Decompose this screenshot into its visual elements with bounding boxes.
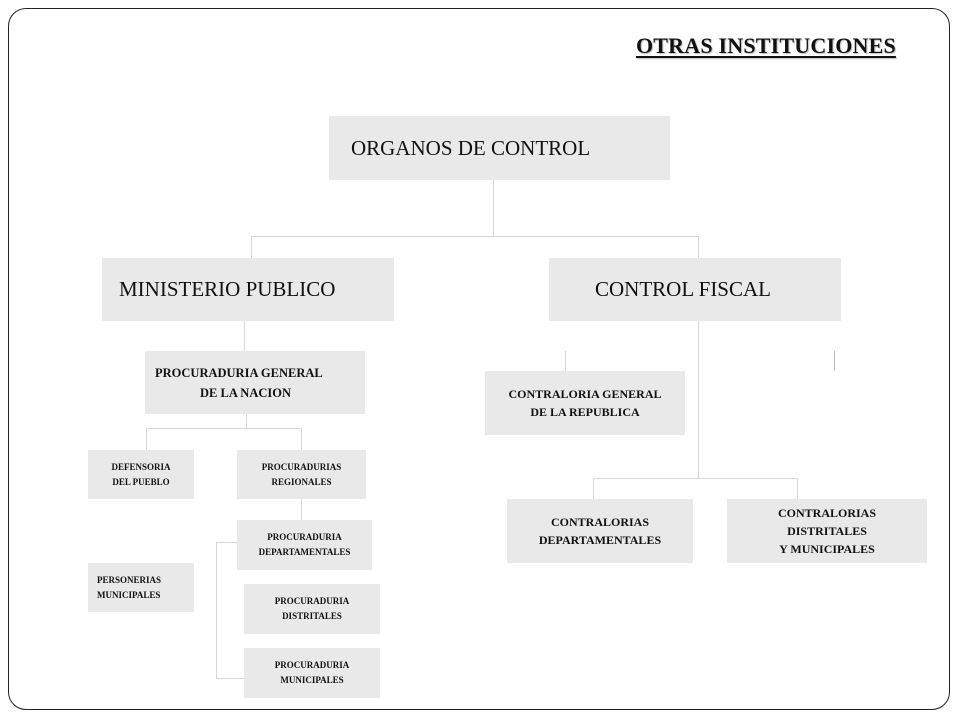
connector-ministerio-down xyxy=(244,321,245,351)
ministerio-publico-label: MINISTERIO PUBLICO xyxy=(119,277,336,301)
procuraduria-municipales-line1: PROCURADURIA xyxy=(274,660,350,670)
connector-control-fiscal-down xyxy=(698,321,699,478)
contralorias-distritales-line3: Y MUNICIPALES xyxy=(779,542,875,556)
procuraduria-departamentales-line1: PROCURADURIA xyxy=(267,532,342,542)
connector-ministerio-up xyxy=(251,236,252,258)
connector-level3-right-bar xyxy=(593,478,798,479)
control-fiscal-box: CONTROL FISCAL xyxy=(549,258,841,321)
procuradurias-regionales-box: PROCURADURIAS REGIONALES xyxy=(237,450,366,499)
procuraduria-general-line2: DE LA NACION xyxy=(200,385,291,400)
connector-root-down xyxy=(493,180,494,237)
connector-departamentales-up xyxy=(593,478,594,499)
procuradurias-regionales-line1: PROCURADURIAS xyxy=(261,461,342,472)
procuraduria-municipales-box: PROCURADURIA MUNICIPALES xyxy=(244,648,380,698)
connector-procuraduria-left-rail xyxy=(216,542,217,679)
procuraduria-distritales-line1: PROCURADURIA xyxy=(274,596,350,606)
contralorias-distritales-box: CONTRALORIAS DISTRITALES Y MUNICIPALES xyxy=(727,499,927,563)
organos-de-control-box: ORGANOS DE CONTROL xyxy=(329,116,670,180)
procuraduria-general-box: PROCURADURIA GENERAL DE LA NACION xyxy=(145,351,365,414)
contralorias-departamentales-box: CONTRALORIAS DEPARTAMENTALES xyxy=(507,499,693,563)
connector-rail-bottom xyxy=(216,678,244,679)
ministerio-publico-box: MINISTERIO PUBLICO xyxy=(102,258,394,321)
defensoria-box: DEFENSORIA DEL PUEBLO xyxy=(88,450,194,499)
connector-defensoria-up xyxy=(146,428,147,450)
connector-rail-top xyxy=(216,542,237,543)
contraloria-general-box: CONTRALORIA GENERAL DE LA REPUBLICA xyxy=(485,371,685,435)
connector-level3-left-bar xyxy=(146,428,302,429)
procuraduria-general-line1: PROCURADURIA GENERAL xyxy=(155,365,323,380)
connector-right-stub xyxy=(834,351,835,371)
contralorias-distritales-line2: DISTRITALES xyxy=(787,524,867,538)
procuraduria-departamentales-box: PROCURADURIA DEPARTAMENTALES xyxy=(237,520,372,570)
slide-frame xyxy=(8,8,950,710)
personerias-line1: PERSONERIAS xyxy=(97,574,162,585)
connector-procuraduria-general-down xyxy=(246,414,247,428)
connector-control-fiscal-up xyxy=(698,236,699,258)
contralorias-departamentales-line2: DEPARTAMENTALES xyxy=(538,533,662,547)
connector-distritales-up xyxy=(797,478,798,499)
personerias-line2: MUNICIPALES xyxy=(97,589,161,600)
procuraduria-distritales-line2: DISTRITALES xyxy=(282,611,342,621)
page-title: OTRAS INSTITUCIONES xyxy=(636,33,896,58)
contraloria-general-line2: DE LA REPUBLICA xyxy=(530,405,640,419)
contraloria-general-line1: CONTRALORIA GENERAL xyxy=(508,387,662,401)
organos-de-control-label: ORGANOS DE CONTROL xyxy=(351,135,591,160)
contralorias-distritales-line1: CONTRALORIAS xyxy=(777,506,876,520)
connector-level1-bar xyxy=(251,236,699,237)
procuraduria-departamentales-line2: DEPARTAMENTALES xyxy=(258,547,351,557)
connector-regionales-up xyxy=(301,428,302,450)
procuraduria-distritales-box: PROCURADURIA DISTRITALES xyxy=(244,584,380,634)
defensoria-line2: DEL PUEBLO xyxy=(112,476,170,487)
defensoria-line1: DEFENSORIA xyxy=(111,461,171,472)
connector-regionales-down xyxy=(301,499,302,520)
contralorias-departamentales-line1: CONTRALORIAS xyxy=(550,515,649,529)
personerias-box: PERSONERIAS MUNICIPALES xyxy=(88,563,194,612)
procuradurias-regionales-line2: REGIONALES xyxy=(271,476,332,487)
connector-contraloria-general-stub xyxy=(565,351,566,371)
control-fiscal-label: CONTROL FISCAL xyxy=(595,277,771,301)
procuraduria-municipales-line2: MUNICIPALES xyxy=(280,675,344,685)
